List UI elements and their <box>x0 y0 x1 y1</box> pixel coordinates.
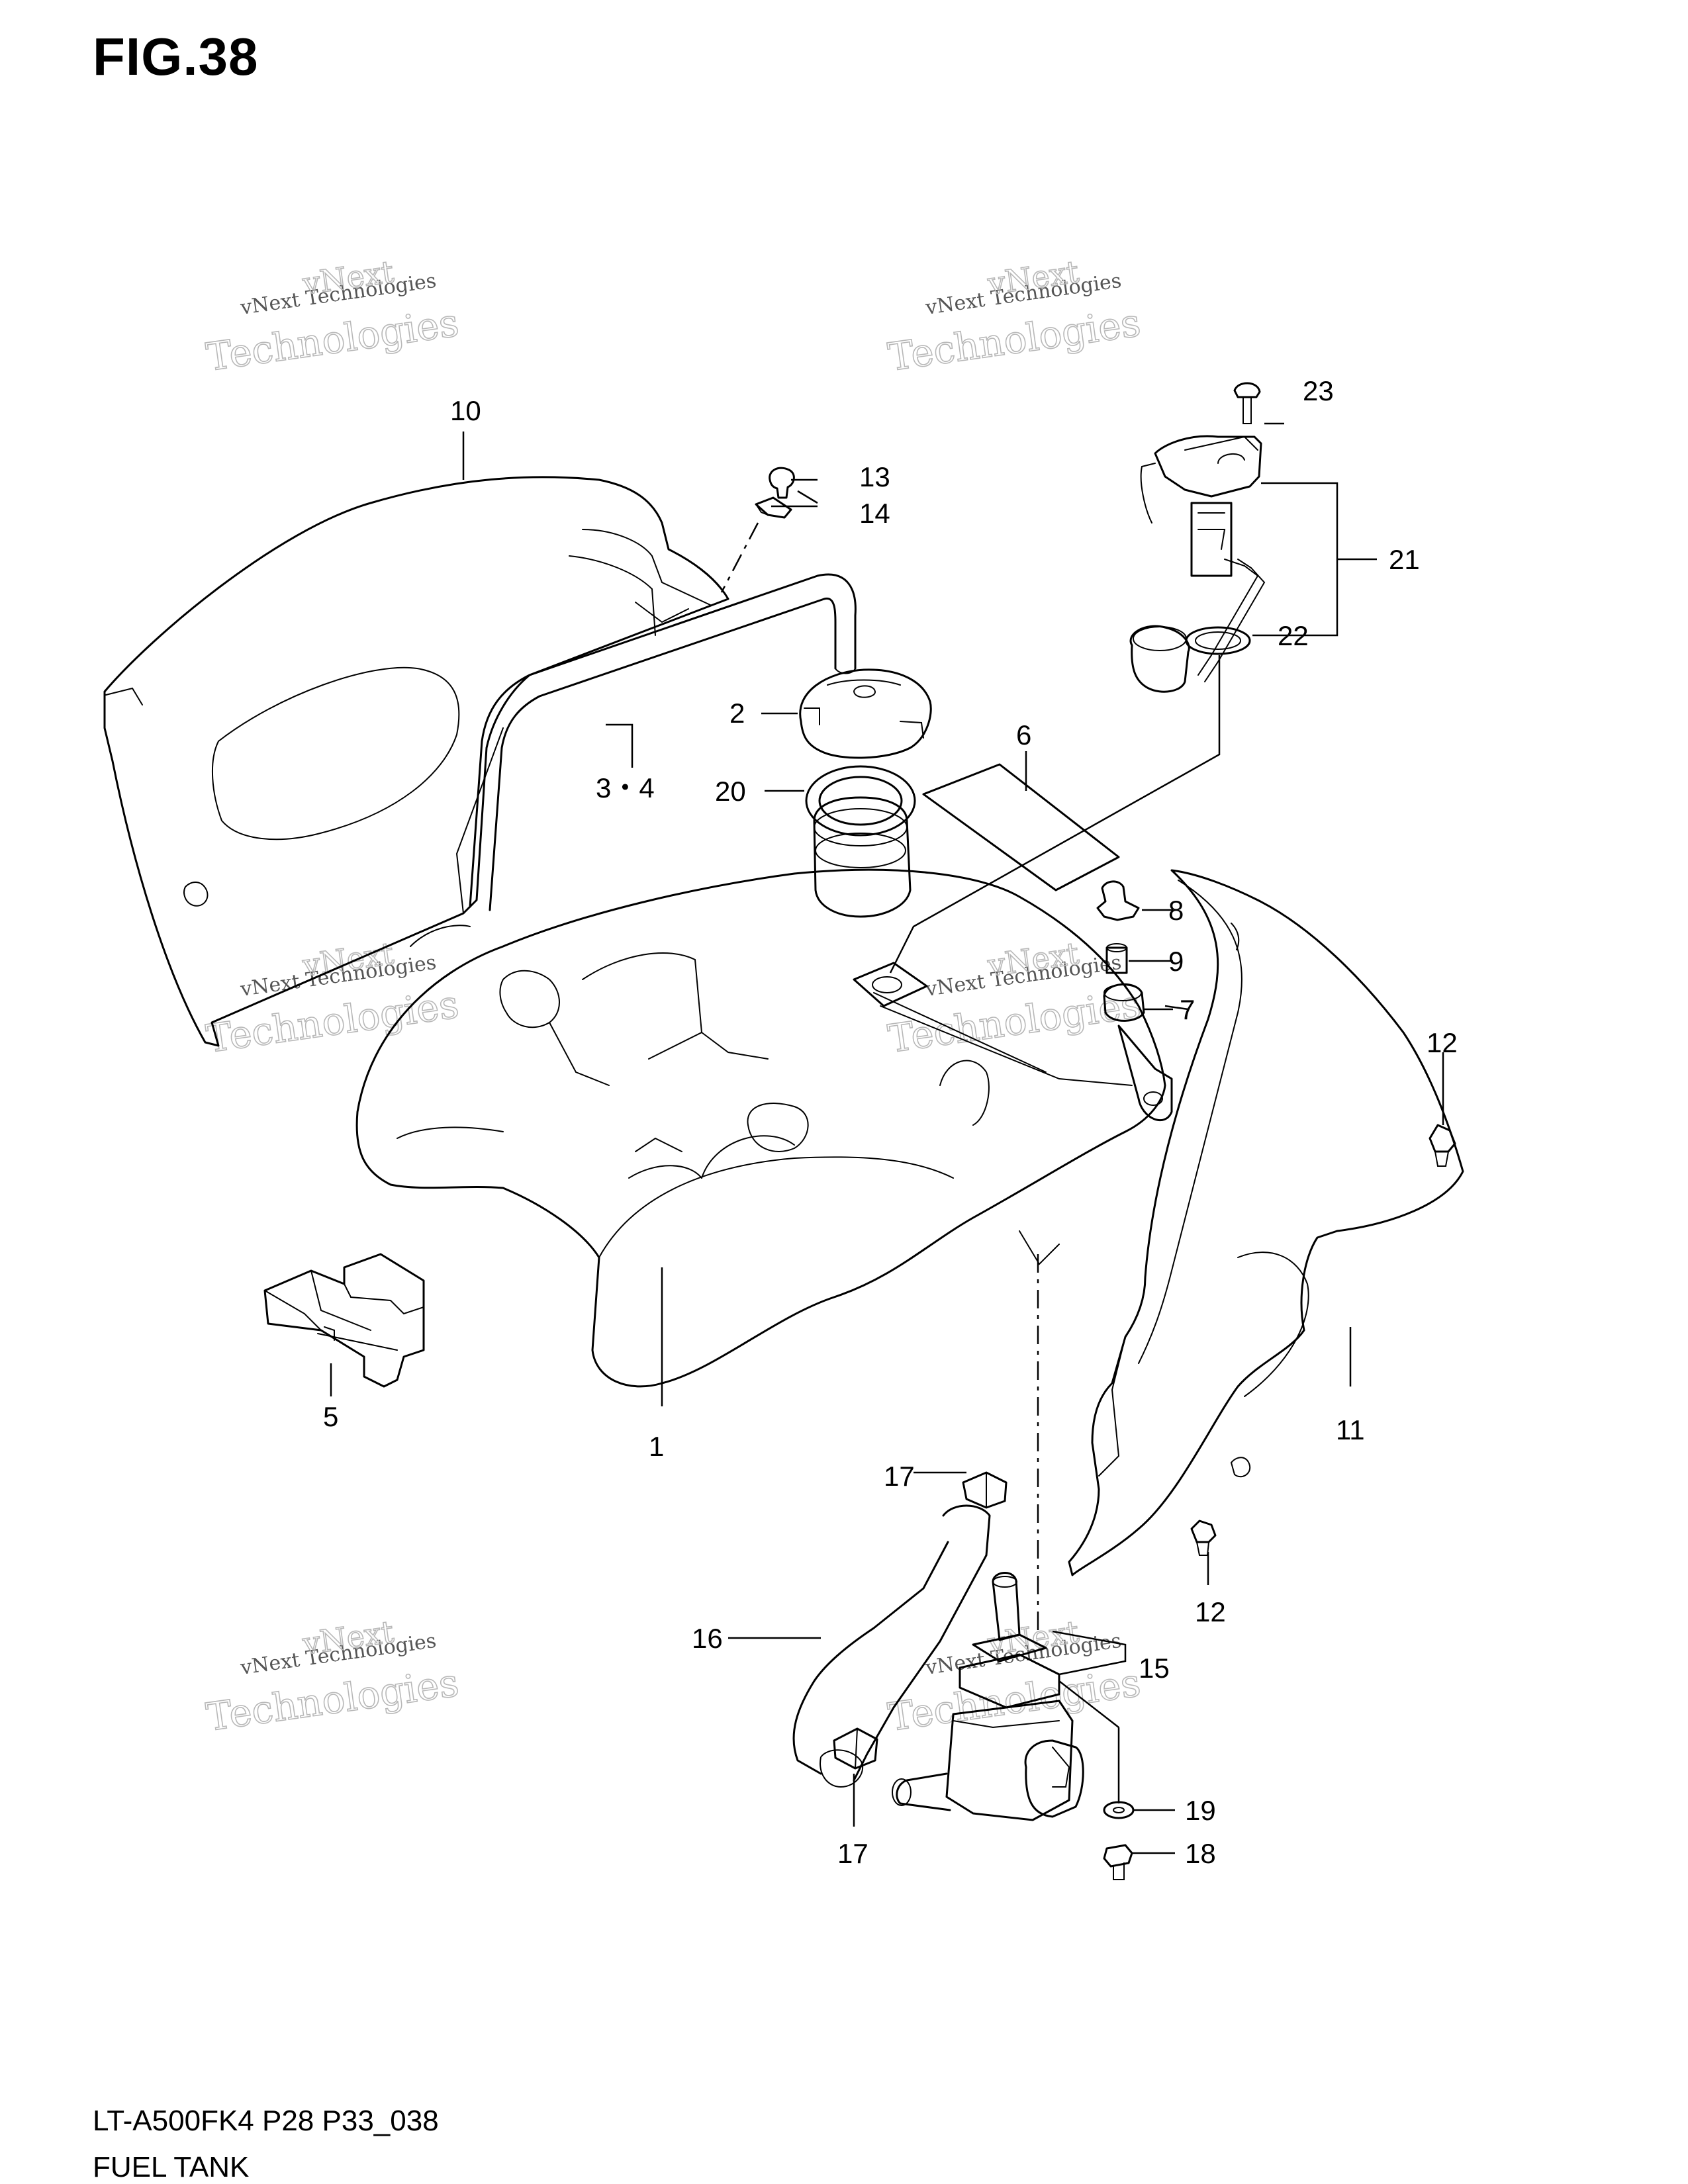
part-20-gasket-ring <box>805 765 916 837</box>
part-5-bracket <box>263 1253 425 1388</box>
part-11-right-side-cover <box>1068 869 1464 1576</box>
callout-8: 8 <box>1168 895 1184 926</box>
watermark-1: vNext Technologies vNext Technologies <box>203 253 462 380</box>
part-17-clamp-lower <box>833 1727 878 1770</box>
callout-5: 5 <box>323 1401 338 1432</box>
callout-3-4: 3・4 <box>596 772 655 803</box>
callout-labels: 10 13 14 2 20 3・4 6 8 9 7 12 11 12 1 5 1… <box>323 375 1458 1869</box>
callout-19: 19 <box>1185 1795 1216 1826</box>
part-15-fuel-valve <box>892 1571 1084 1821</box>
callout-6: 6 <box>1016 719 1031 751</box>
callout-17-upper: 17 <box>884 1461 915 1492</box>
part-14-pin <box>755 496 792 519</box>
part-16-fuel-hose <box>792 1504 991 1788</box>
callout-13: 13 <box>859 461 890 492</box>
callout-20: 20 <box>715 776 746 807</box>
part-10-left-side-cover <box>103 476 729 1047</box>
part-1-fuel-tank <box>355 796 1173 1388</box>
watermark-6-line3: Technologies <box>885 1660 1143 1740</box>
part-12-clip-upper <box>1429 1124 1456 1167</box>
section-name: FUEL TANK <box>93 2151 250 2183</box>
part-6-label-pad <box>922 763 1120 891</box>
watermark-5: vNext Technologies vNext Technologies <box>203 1613 462 1740</box>
callout-15: 15 <box>1139 1653 1170 1684</box>
callout-16: 16 <box>692 1623 723 1654</box>
watermark-3: vNext Technologies vNext Technologies <box>203 934 462 1062</box>
leader-lines <box>330 422 1444 1854</box>
callout-7: 7 <box>1180 994 1195 1025</box>
callout-14: 14 <box>859 498 890 529</box>
callout-12-lower: 12 <box>1195 1596 1226 1627</box>
part-22-pump-gasket <box>1185 626 1251 655</box>
dash-leader-14 <box>720 522 759 593</box>
watermark-6: vNext Technologies vNext Technologies <box>885 1613 1144 1740</box>
callout-11: 11 <box>1336 1414 1365 1445</box>
callout-12-upper: 12 <box>1427 1027 1458 1058</box>
watermark-2: vNext Technologies vNext Technologies <box>885 253 1144 380</box>
part-9-collar <box>1105 943 1128 974</box>
part-17-clamp-upper <box>962 1471 1008 1509</box>
callout-21: 21 <box>1389 544 1420 575</box>
callout-22: 22 <box>1278 620 1309 651</box>
model-code: LT-A500FK4 P28 P33_038 <box>93 2105 439 2137</box>
callout-9: 9 <box>1168 946 1184 977</box>
watermark-group: vNext Technologies vNext Technologies vN… <box>203 253 1144 1740</box>
part-13-clamp <box>769 467 795 499</box>
figure-title: FIG.38 <box>93 27 259 86</box>
callout-2: 2 <box>729 698 745 729</box>
part-12-clip-lower <box>1190 1520 1217 1556</box>
callout-10: 10 <box>450 395 481 426</box>
part-8-bolt <box>1096 880 1140 921</box>
callout-23: 23 <box>1303 375 1334 406</box>
watermark-2-line3: Technologies <box>885 300 1143 380</box>
callout-17-lower: 17 <box>837 1838 868 1869</box>
part-21-fuel-pump-assy <box>1129 435 1266 693</box>
part-18-bolt <box>1103 1844 1133 1880</box>
callout-1: 1 <box>649 1431 664 1462</box>
part-23-screw <box>1233 382 1261 424</box>
part-7-cushion <box>1103 983 1145 1022</box>
callout-18: 18 <box>1185 1838 1216 1869</box>
part-19-washer <box>1103 1801 1135 1819</box>
part-2-fuel-cap <box>799 668 932 759</box>
